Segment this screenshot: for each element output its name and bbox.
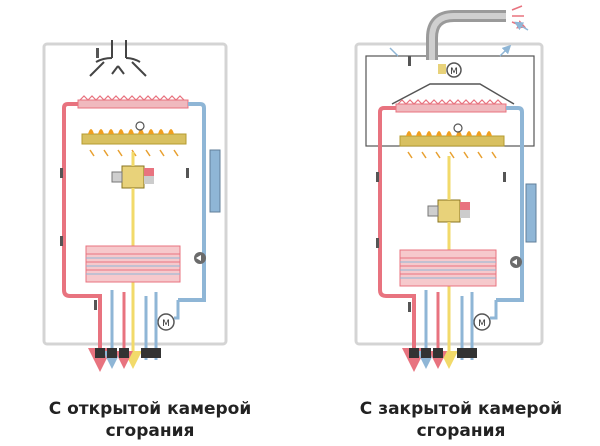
heat-exchanger — [395, 99, 507, 113]
cold-water-line — [178, 102, 206, 302]
burner — [399, 123, 505, 159]
diverter-valve: M — [157, 313, 175, 331]
secondary-heat-exchanger — [399, 249, 497, 287]
caption-open-line2: сгорания — [105, 421, 195, 441]
cold-water-line — [496, 106, 524, 302]
pump-icon — [194, 252, 206, 264]
diverter-valve: M — [473, 313, 491, 331]
burner-base — [399, 135, 505, 147]
hot-water-line — [62, 102, 112, 372]
fan-icon: M — [438, 62, 462, 78]
thermometer-icon — [60, 48, 189, 310]
gas-valve-icon — [427, 199, 470, 223]
connection-taps — [95, 348, 161, 358]
thermometer-icon — [376, 56, 506, 312]
svg-text:M: M — [450, 67, 458, 77]
burner-base — [81, 133, 187, 145]
caption-open-chamber: С открытой камерой сгорания — [20, 398, 280, 442]
svg-text:M: M — [162, 319, 170, 329]
burner — [81, 121, 187, 157]
flame-icon — [88, 129, 174, 134]
closed-chamber-boiler: M — [354, 5, 544, 372]
flue-hood — [391, 83, 515, 105]
caption-closed-line1: С закрытой камерой — [359, 399, 563, 419]
expansion-tank — [209, 149, 221, 213]
heat-exchanger — [77, 95, 189, 109]
open-chamber-boiler: M — [42, 40, 228, 372]
connection-taps — [409, 348, 477, 358]
caption-closed-line2: сгорания — [416, 421, 506, 441]
flame-icon — [406, 131, 492, 136]
boiler-casing — [42, 42, 228, 346]
hot-water-line — [378, 106, 426, 372]
coaxial-flue — [389, 5, 529, 60]
svg-text:M: M — [478, 319, 486, 329]
expansion-tank — [525, 183, 537, 243]
pump-icon — [510, 256, 522, 268]
secondary-heat-exchanger — [85, 245, 181, 283]
caption-open-line1: С открытой камерой — [48, 399, 252, 419]
gas-valve-icon — [111, 165, 154, 189]
draft-hood — [89, 40, 147, 77]
caption-closed-chamber: С закрытой камерой сгорания — [331, 398, 591, 442]
